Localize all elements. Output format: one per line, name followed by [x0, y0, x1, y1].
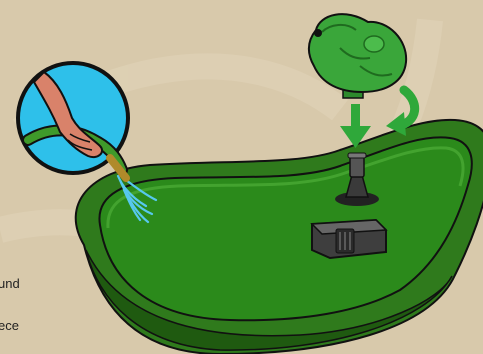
- instruction-text-line-2: ece: [0, 318, 19, 333]
- instruction-text-line-1: und: [0, 276, 20, 291]
- pond-basin: [76, 120, 483, 354]
- pump-icon: [312, 220, 386, 258]
- hand-hose-icon: [18, 63, 128, 178]
